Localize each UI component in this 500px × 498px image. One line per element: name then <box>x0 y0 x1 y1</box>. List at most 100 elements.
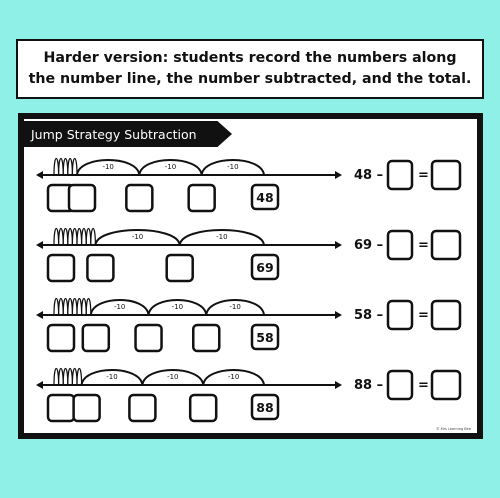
answer-box <box>81 323 111 353</box>
ones-jump-arc <box>76 227 83 246</box>
arrow-right-icon <box>335 241 342 249</box>
arrow-right-icon <box>335 171 342 179</box>
worksheet-frame: Jump Strategy Subtraction -10 -10 -10 48 48 … <box>18 113 483 439</box>
equation-start: 58 – <box>354 308 383 323</box>
ones-jump-arc <box>85 227 92 246</box>
number-lines: -10 -10 -10 48 48 – = -10 -10 69 69 – = -10 -10 -10 58… <box>36 157 462 423</box>
answer-box <box>72 393 101 423</box>
ones-jump-arc <box>53 367 60 386</box>
number-line-row: -10 -10 69 69 – = <box>36 227 462 283</box>
subtracted-box <box>386 229 414 261</box>
arrow-left-icon <box>36 171 43 179</box>
jump-label: -10 <box>172 303 183 311</box>
tens-jump-arc <box>178 229 265 246</box>
ones-jump-arc <box>71 367 78 386</box>
jump-label: -10 <box>227 163 238 171</box>
instructions-banner: Harder version: students record the numb… <box>16 39 484 99</box>
answer-box <box>46 323 76 353</box>
tens-jump-arc <box>138 159 203 176</box>
ones-jump-arc <box>58 297 64 316</box>
equals-sign: = <box>418 308 429 323</box>
ones-jump-arc <box>58 227 64 246</box>
ones-jump-arc <box>81 227 87 246</box>
answer-box <box>86 253 115 283</box>
equals-sign: = <box>418 238 429 253</box>
arrow-left-icon <box>36 311 43 319</box>
total-box <box>430 159 462 191</box>
ones-jump-arc <box>62 227 69 246</box>
equals-sign: = <box>418 168 429 183</box>
ones-jump-arc <box>85 297 92 316</box>
start-number-box <box>250 323 280 351</box>
arrow-right-icon <box>335 381 342 389</box>
answer-box <box>46 253 76 283</box>
equation-start: 69 – <box>354 238 383 253</box>
tens-jump-arc <box>94 229 181 246</box>
jump-label: -10 <box>228 373 239 381</box>
ones-jump-arc <box>67 297 73 316</box>
tens-jump-arc <box>141 369 205 386</box>
ones-jump-arc <box>71 297 78 316</box>
ones-jump-arc <box>81 297 87 316</box>
equation-start: 48 – <box>354 168 383 183</box>
answer-box <box>46 393 76 423</box>
jump-label: -10 <box>114 303 125 311</box>
number-line-row: -10 -10 -10 48 48 – = <box>36 157 462 213</box>
ones-jump-arc <box>90 227 96 246</box>
tens-jump-arc <box>147 299 208 316</box>
tens-jump-arc <box>202 369 265 386</box>
jump-label: -10 <box>102 163 113 171</box>
ones-jump-arc <box>71 157 78 176</box>
answer-box <box>125 183 154 213</box>
answer-box <box>165 253 194 283</box>
tens-jump-arc <box>89 299 150 316</box>
ones-jump-arc <box>62 367 69 386</box>
equation-start: 88 – <box>354 378 383 393</box>
total-box <box>430 229 462 261</box>
subtracted-box <box>386 299 414 331</box>
credit-text: © Mrs Learning Bee <box>435 427 471 431</box>
answer-box <box>187 183 216 213</box>
tens-jump-arc <box>205 299 265 316</box>
answer-box <box>188 393 218 423</box>
worksheet-title: Jump Strategy Subtraction <box>31 126 197 142</box>
start-number: 88 <box>256 400 273 415</box>
answer-box <box>192 323 221 353</box>
jump-label: -10 <box>132 233 143 241</box>
ones-jump-arc <box>53 157 60 176</box>
ones-jump-arc <box>71 227 78 246</box>
ones-jump-arc <box>53 227 60 246</box>
worksheet: Jump Strategy Subtraction -10 -10 -10 48 48 … <box>24 119 477 433</box>
ones-jump-arc <box>58 367 64 386</box>
number-line-row: -10 -10 -10 88 88 – = <box>36 367 462 423</box>
ones-jump-arc <box>58 157 64 176</box>
jump-label: -10 <box>165 163 176 171</box>
jump-label: -10 <box>106 373 117 381</box>
start-number: 69 <box>256 260 273 275</box>
start-number: 48 <box>256 190 273 205</box>
instructions-text: Harder version: students record the numb… <box>28 50 472 87</box>
start-number: 58 <box>256 330 273 345</box>
answer-box <box>128 393 157 423</box>
arrow-left-icon <box>36 241 43 249</box>
arrow-left-icon <box>36 381 43 389</box>
arrow-right-icon <box>335 311 342 319</box>
jump-label: -10 <box>167 373 178 381</box>
worksheet-title-tag: Jump Strategy Subtraction <box>24 121 232 147</box>
ones-jump-arc <box>62 297 69 316</box>
ones-jump-arc <box>62 157 69 176</box>
jump-label: -10 <box>229 303 240 311</box>
answer-box <box>134 323 163 353</box>
jump-label: -10 <box>216 233 227 241</box>
ones-jump-arc <box>67 157 73 176</box>
start-number-box <box>250 183 280 211</box>
ones-jump-arc <box>67 227 73 246</box>
start-number-box <box>250 393 280 421</box>
tens-jump-arc <box>200 159 265 176</box>
total-box <box>430 299 462 331</box>
total-box <box>430 369 462 401</box>
subtracted-box <box>386 369 414 401</box>
number-line-row: -10 -10 -10 58 58 – = <box>36 297 462 353</box>
equals-sign: = <box>418 378 429 393</box>
answer-box <box>67 183 97 213</box>
